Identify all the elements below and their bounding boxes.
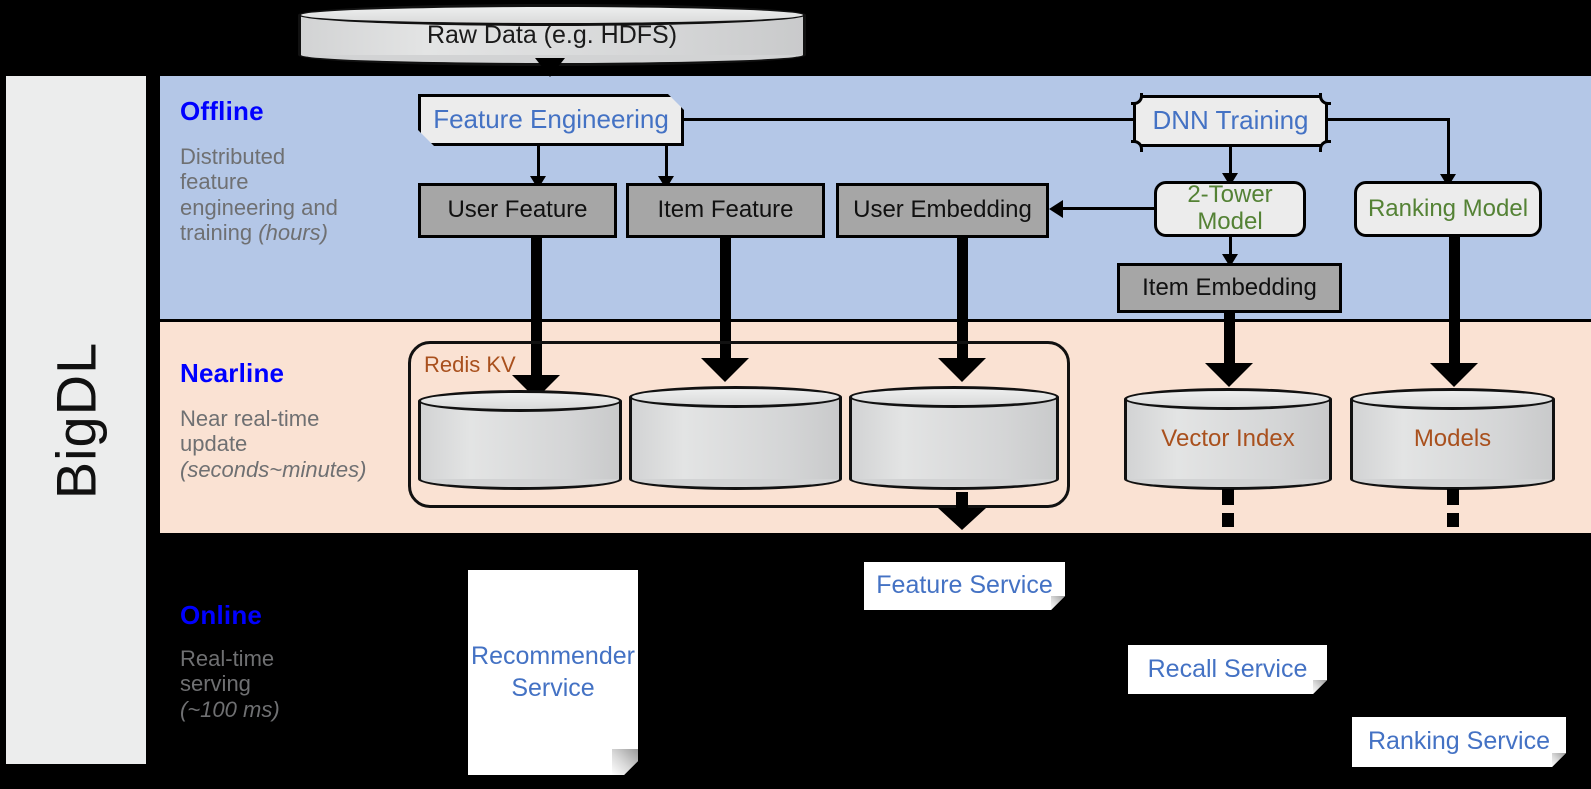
- cylinder-body: [629, 397, 842, 479]
- item-feature-node[interactable]: Item Feature: [626, 183, 825, 238]
- dnn-corner-br: [1319, 140, 1331, 152]
- recall-service-note[interactable]: Recall Service: [1128, 645, 1327, 694]
- cylinder-top: [849, 386, 1059, 408]
- feature-service-note[interactable]: Feature Service: [864, 562, 1065, 610]
- ranking-service-note[interactable]: Ranking Service: [1352, 717, 1566, 767]
- cylinder-top: [418, 390, 622, 412]
- offline-subtitle-line2: feature: [180, 169, 249, 195]
- connector-twotower-userembedding: [1063, 207, 1156, 210]
- arrowhead-twotower-userembedding: [1049, 200, 1063, 218]
- vector-index-cylinder[interactable]: Vector Index: [1124, 388, 1332, 490]
- connector-fe-userfeature: [537, 146, 540, 182]
- connector-userfeature-store1: [531, 238, 542, 390]
- connector-redis-featureservice: [956, 492, 968, 510]
- store-3-label: [849, 386, 1059, 490]
- connector-dnn-twotower: [1229, 147, 1232, 179]
- recommender-service-note[interactable]: Recommender Service: [468, 570, 638, 775]
- connector-twotower-itemembedding: [1229, 237, 1232, 261]
- cylinder-top: [629, 386, 842, 408]
- raw-data-label: Raw Data (e.g. HDFS): [426, 20, 678, 49]
- nearline-subtitle: Near real-time update (seconds~minutes): [180, 406, 405, 482]
- arrowhead-redis-featureservice: [938, 508, 986, 530]
- offline-subtitle-line4: training (hours): [180, 219, 328, 245]
- user-embedding-node[interactable]: User Embedding: [836, 183, 1049, 238]
- cylinder-top: [298, 4, 806, 26]
- models-label: Models: [1413, 425, 1492, 452]
- ranking-model-node[interactable]: Ranking Model: [1354, 181, 1542, 237]
- arrowhead-itemfeature-store2: [701, 358, 749, 382]
- arrowhead-userembedding-store3: [938, 358, 986, 382]
- online-subtitle: Real-time serving (~100 ms): [180, 646, 410, 722]
- nearline-subtitle-line2: update: [180, 431, 248, 457]
- dnn-training-node[interactable]: DNN Training: [1133, 95, 1328, 147]
- two-tower-model-node[interactable]: 2-Tower Model: [1154, 181, 1306, 237]
- connector-dnn-ranking-h: [1328, 118, 1450, 121]
- item-embedding-node[interactable]: Item Embedding: [1117, 263, 1342, 313]
- feature-engineering-node[interactable]: Feature Engineering: [418, 94, 684, 146]
- dnn-corner-tl: [1131, 93, 1143, 105]
- connector-vectorindex-recall-1: [1222, 489, 1234, 505]
- cylinder-body: [849, 397, 1059, 479]
- connector-userembedding-store3: [957, 238, 968, 372]
- ranking-service-label: Ranking Service: [1367, 727, 1551, 756]
- connector-dnn-ranking-v: [1447, 118, 1450, 180]
- arrowhead-itemembedding-vectorindex: [1205, 363, 1253, 387]
- connector-models-ranking-1: [1447, 489, 1459, 505]
- cylinder-top: [1350, 388, 1555, 410]
- offline-duration: (hours): [258, 219, 328, 245]
- offline-subtitle-line1: Distributed: [180, 144, 286, 169]
- recall-service-label: Recall Service: [1147, 654, 1308, 683]
- vector-index-label: Vector Index: [1161, 425, 1295, 452]
- offline-subtitle: Distributed feature engineering and trai…: [180, 144, 395, 245]
- connector-rankingmodel-models: [1449, 237, 1460, 377]
- store-cylinder-3[interactable]: [849, 386, 1059, 490]
- connector-fe-dnn: [684, 118, 1149, 121]
- dnn-corner-bl: [1131, 140, 1143, 152]
- dnn-corner-tr: [1319, 93, 1331, 105]
- store-cylinder-1[interactable]: [418, 390, 622, 490]
- cylinder-body: [1124, 399, 1332, 479]
- online-latency: (~100 ms): [180, 696, 280, 722]
- feature-service-label: Feature Service: [876, 571, 1053, 600]
- cylinder-body: [418, 401, 622, 479]
- redis-kv-container: [408, 341, 1070, 508]
- online-title: Online: [180, 600, 263, 630]
- nearline-duration: (seconds~minutes): [180, 456, 367, 482]
- bigdl-framework-band: BigDL: [6, 76, 146, 764]
- online-subtitle-line2: serving: [180, 671, 251, 697]
- offline-subtitle-line3: engineering and: [180, 194, 338, 220]
- connector-itemembedding-vectorindex: [1224, 313, 1235, 377]
- online-subtitle-line1: Real-time: [180, 646, 275, 671]
- cylinder-body: [1350, 399, 1555, 479]
- raw-data-cylinder: Raw Data (e.g. HDFS): [298, 4, 806, 66]
- connector-fe-itemfeature: [665, 146, 668, 182]
- offline-title: Offline: [180, 96, 264, 126]
- arrowhead-rawdata-fe: [535, 58, 565, 77]
- store-1-label: [418, 390, 622, 490]
- bigdl-label: BigDL: [44, 341, 108, 499]
- store-2-label: [629, 386, 842, 490]
- nearline-subtitle-line1: Near real-time: [180, 406, 320, 431]
- models-cylinder[interactable]: Models: [1350, 388, 1555, 490]
- connector-vectorindex-recall-2: [1222, 513, 1234, 527]
- connector-itemfeature-store2: [720, 238, 731, 372]
- connector-models-ranking-2: [1447, 513, 1459, 527]
- store-cylinder-2[interactable]: [629, 386, 842, 490]
- arrowhead-rankingmodel-models: [1430, 363, 1478, 387]
- recommender-service-line1: Recommender: [471, 642, 635, 671]
- nearline-title: Nearline: [180, 358, 285, 388]
- cylinder-top: [1124, 388, 1332, 410]
- user-feature-node[interactable]: User Feature: [418, 183, 617, 238]
- recommender-service-line2: Service: [511, 673, 595, 702]
- redis-kv-label: Redis KV: [424, 352, 516, 377]
